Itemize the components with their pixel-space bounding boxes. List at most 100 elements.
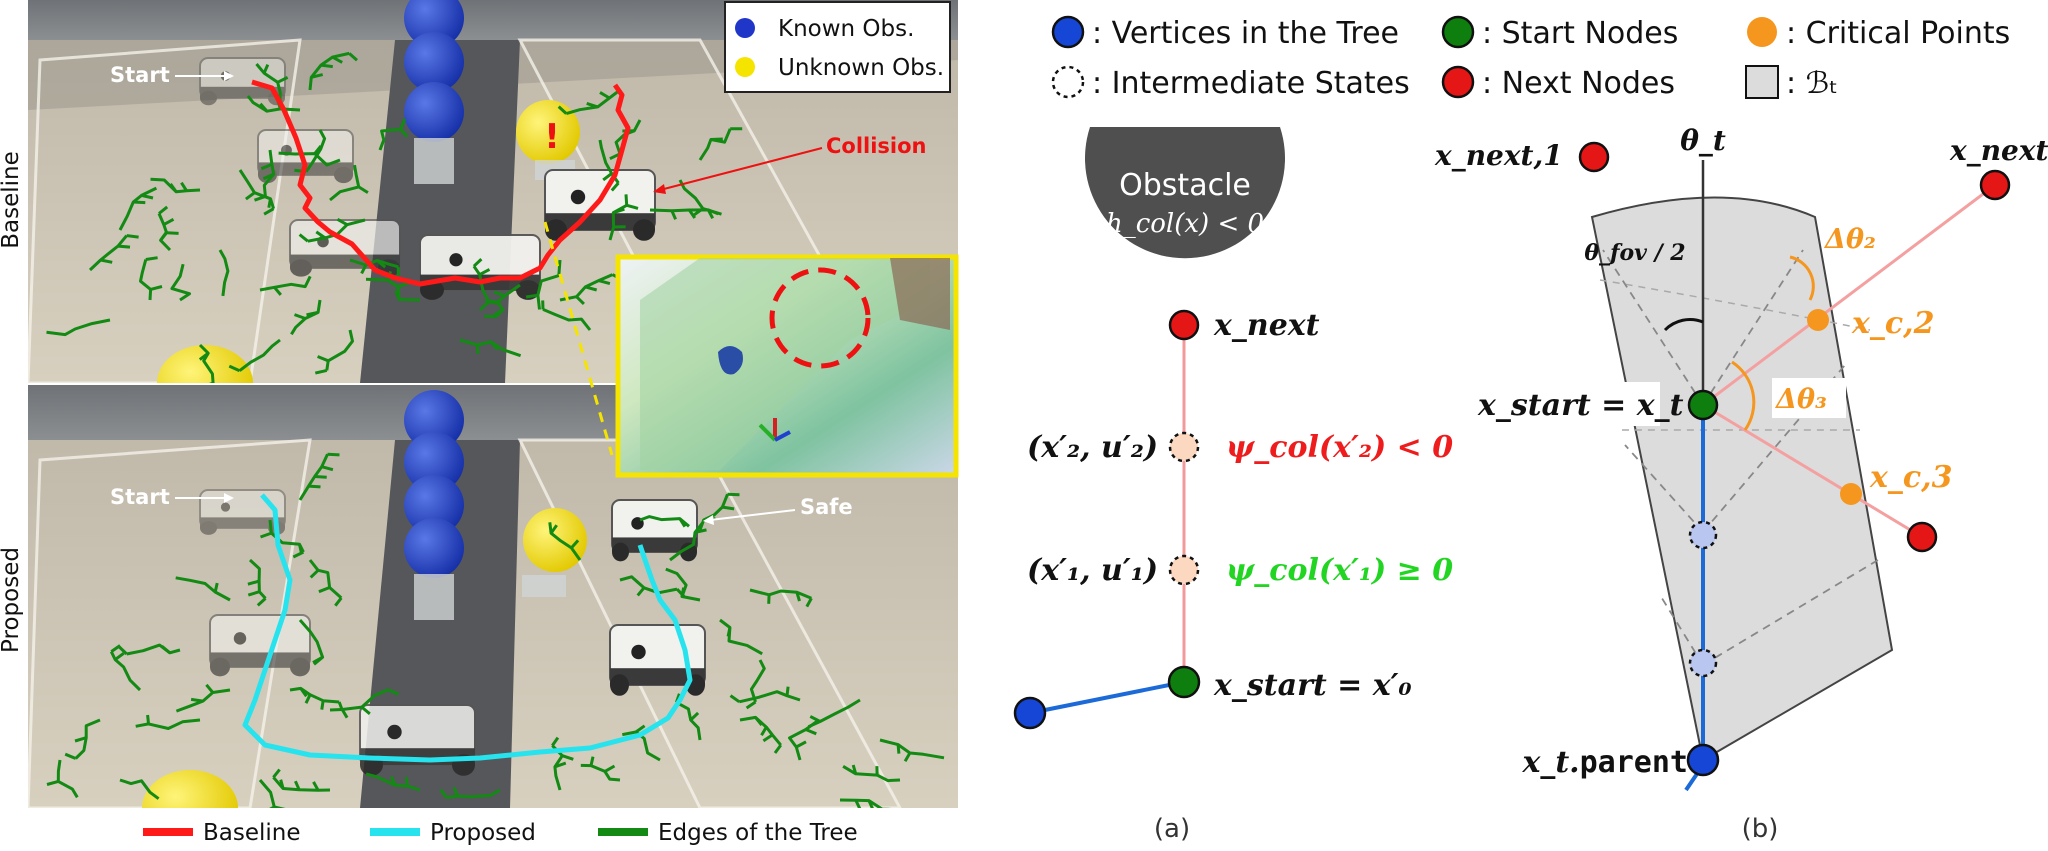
tree-branch <box>559 273 614 302</box>
tree-branch <box>119 778 160 800</box>
obstacle-title: Obstacle <box>1119 168 1251 203</box>
tree-branch <box>238 338 281 372</box>
tree-branch <box>749 588 812 600</box>
theta-t-label: θ_t <box>1680 124 1726 157</box>
state-1-label: (x′₁, u′₁) <box>1027 553 1158 588</box>
row-label-baseline: Baseline <box>0 151 24 249</box>
legend-next-nodes: : Next Nodes <box>1482 66 1675 101</box>
tree-edges-baseline <box>46 51 743 383</box>
legend-vertices: : Vertices in the Tree <box>1092 16 1399 51</box>
tree-branch <box>56 759 79 799</box>
next-node-1 <box>1578 141 1610 173</box>
parent-label-attr: parent <box>1580 745 1688 780</box>
tree-branch <box>719 618 763 656</box>
tree-branch <box>198 343 215 383</box>
tree-branch <box>536 259 562 310</box>
start-label-baseline: Start <box>110 63 170 87</box>
tree-branch <box>446 788 501 799</box>
tree-branch <box>248 558 267 600</box>
tree-branch <box>580 763 621 782</box>
tree-branch <box>698 493 729 531</box>
robot <box>611 499 698 562</box>
panel-a: Obstacle h_col(x) < 0 x_next (x′₂, u′₂) … <box>1013 127 1453 844</box>
tree-branch <box>139 259 153 301</box>
robot <box>419 234 541 300</box>
tree-branch <box>839 798 892 808</box>
tree-branch <box>665 567 701 602</box>
tree-branch <box>622 730 661 762</box>
tree-edge-a <box>1029 680 1185 715</box>
tree-branch <box>157 212 172 252</box>
tree-branch <box>639 515 690 528</box>
state-2-label: (x′₂, u′₂) <box>1027 430 1158 465</box>
pointcloud-inset <box>543 221 959 478</box>
region-b <box>1590 196 1894 762</box>
x-next-2-label: x_next,2 <box>1949 134 2048 167</box>
tree-branch <box>472 265 491 312</box>
tree-branch <box>246 95 301 113</box>
delta-theta-3-label: Δθ₃ <box>1774 384 1827 415</box>
parent-label: x_t.parent <box>1521 745 1688 780</box>
tree-branch <box>548 522 582 561</box>
tree-branch <box>88 234 128 272</box>
start-label-proposed: Start <box>110 485 170 509</box>
start-node-b <box>1687 389 1719 421</box>
tree-branch <box>118 186 158 231</box>
tree-branch <box>378 118 407 151</box>
tree-branch <box>788 720 818 761</box>
tree-branch <box>495 283 521 318</box>
condition-safe: ψ_col(x′₁) ≥ 0 <box>1226 553 1453 588</box>
tree-branch <box>749 659 766 703</box>
tree-branch <box>739 715 782 747</box>
tree-branch <box>879 738 945 760</box>
tree-branch <box>608 194 629 241</box>
path-legend-tree-edges: Edges of the Tree <box>658 820 858 846</box>
tree-branch <box>678 179 722 216</box>
tree-branch <box>619 575 678 595</box>
edge-to-next-3 <box>1702 403 1923 539</box>
x-start-label: x_start = x′₀ <box>1213 668 1412 703</box>
next-node-2 <box>1979 169 2011 201</box>
caption-a: (a) <box>1154 814 1190 844</box>
tree-branch <box>459 338 522 358</box>
tree-branch <box>278 151 341 167</box>
robot <box>359 704 476 776</box>
tree-branch <box>259 275 312 292</box>
tree-branch <box>150 177 201 194</box>
tree-branch <box>329 164 361 202</box>
tree-branch <box>365 772 421 792</box>
path-legend-baseline: Baseline <box>203 820 301 846</box>
known-obstacles-proposed <box>404 390 464 620</box>
tree-branch <box>542 308 592 331</box>
caption-b: (b) <box>1742 814 1779 844</box>
tree-branch <box>268 519 305 553</box>
condition-unsafe: ψ_col(x′₂) < 0 <box>1226 430 1453 465</box>
path-legend: Baseline Proposed Edges of the Tree <box>143 820 858 846</box>
edge-to-next-2 <box>1702 183 1996 407</box>
legend-start-nodes: : Start Nodes <box>1482 16 1678 51</box>
path-legend-proposed: Proposed <box>430 820 536 846</box>
tree-branch <box>325 329 354 371</box>
tree-branch <box>218 249 230 297</box>
tree-branch <box>74 718 101 760</box>
next-node-3 <box>1906 521 1938 553</box>
tree-branch <box>126 643 181 656</box>
tree-branch <box>290 299 322 336</box>
unknown-obstacle-label: Unknown Obs. <box>778 55 944 81</box>
tree-branch <box>175 576 231 602</box>
tree-branch <box>272 776 331 792</box>
blue-balloon <box>404 82 464 142</box>
legend-intermediate-states: : Intermediate States <box>1092 66 1410 101</box>
baseline-path <box>251 79 631 287</box>
blue-balloon <box>404 475 464 535</box>
safe-label: Safe <box>800 495 853 519</box>
tree-branch <box>365 277 421 302</box>
next-node-a <box>1168 309 1200 341</box>
x-next-label: x_next <box>1213 308 1320 343</box>
tree-branch <box>46 318 111 337</box>
vertex-a <box>1013 696 1047 730</box>
known-obstacle-label: Known Obs. <box>778 16 914 42</box>
robot <box>209 614 311 677</box>
delta-theta-2-label: Δθ₂ <box>1823 224 1876 255</box>
legend-region: : ℬₜ <box>1786 66 1838 101</box>
